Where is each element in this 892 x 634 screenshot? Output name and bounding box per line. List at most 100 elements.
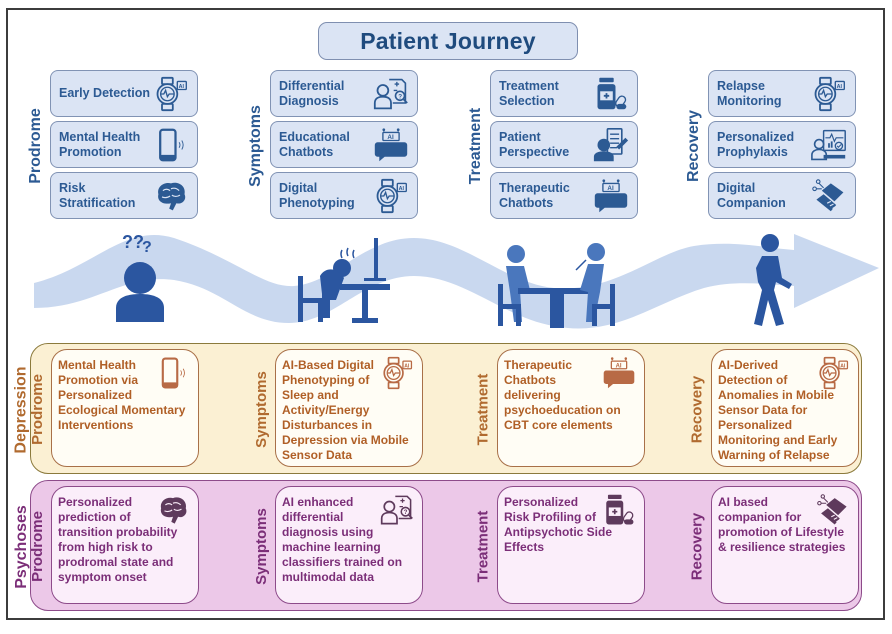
disorder-stage-text: Personalized prediction of transition pr…	[58, 495, 192, 585]
svg-text:?: ?	[398, 93, 402, 100]
stage-card-label: Early Detection	[59, 86, 151, 100]
wave-arrow-shape	[34, 234, 879, 329]
icon-spacer	[814, 358, 852, 388]
svg-text:AI: AI	[840, 363, 846, 369]
stage-card-label: Patient Perspective	[499, 129, 570, 159]
stage-card: Educational Chatbots AI	[270, 121, 418, 168]
stage-label-text: Treatment	[467, 107, 484, 185]
brain-icon	[153, 178, 189, 214]
smartwatch-ai-icon: AI	[380, 356, 414, 390]
ai-chatbot-icon: AI	[593, 178, 629, 214]
title-banner: Patient Journey	[318, 22, 578, 60]
stage-card: Differential Diagnosis?	[270, 70, 418, 117]
walking-person-icon	[754, 234, 792, 326]
smartwatch-ai-icon: AI	[153, 76, 189, 112]
robot-handshake-icon	[816, 493, 850, 527]
svg-text:??: ??	[122, 232, 144, 252]
disorder-stage-text: Personalized Risk Profiling of Antipsych…	[504, 495, 638, 555]
disorder-stage-card: Mental Health Promotion via Personalized…	[51, 349, 199, 467]
stage-card: Risk Stratification	[50, 172, 198, 219]
stage-label: Recovery	[681, 70, 707, 222]
stage-card-label: Relapse Monitoring	[717, 78, 782, 108]
disorder-stage-label-text: Recovery	[688, 375, 706, 443]
disorder-stage-text: AI-Derived Detection of Anomalies in Mob…	[718, 358, 852, 463]
confused-person-icon: ?? ?	[116, 232, 164, 322]
disorder-stage-label: Symptoms	[249, 349, 273, 469]
disorder-stage-label: Treatment	[471, 349, 495, 469]
robot-handshake-icon	[811, 178, 847, 214]
therapy-session-icon	[498, 243, 615, 328]
stage-card: Relapse Monitoring AI	[708, 70, 856, 117]
stage-label: Prodrome	[23, 70, 49, 222]
stage-card-label: Mental Health Promotion	[59, 129, 141, 159]
stage-card-label: Therapeutic Chatbots	[499, 180, 570, 210]
brain-icon	[156, 493, 190, 527]
journey-wave-arrow: ?? ?	[34, 232, 879, 329]
disorder-stage-label: Prodrome	[25, 349, 49, 469]
stage-label-text: Recovery	[685, 109, 703, 183]
stage-card-label: Educational Chatbots	[279, 129, 350, 159]
disorder-stage-card: Personalized prediction of transition pr…	[51, 486, 199, 604]
disorder-stage-text: Therapeutic Chatbots delivering psychoed…	[504, 358, 638, 433]
ai-chatbot-icon: AI	[373, 127, 409, 163]
svg-text:AI: AI	[616, 363, 622, 369]
disorder-stage-text: AI enhanced differential diagnosis using…	[282, 495, 416, 585]
disorder-stage-card: Personalized Risk Profiling of Antipsych…	[497, 486, 645, 604]
stage-card: Personalized Prophylaxis	[708, 121, 856, 168]
disorder-stage-label-text: Treatment	[474, 373, 492, 445]
stage-card: Early Detection AI	[50, 70, 198, 117]
stage-card: Digital Companion	[708, 172, 856, 219]
disorder-stage-text: AI based companion for promotion of Life…	[718, 495, 852, 555]
smartwatch-ai-icon: AI	[816, 356, 850, 390]
svg-text:AI: AI	[399, 186, 405, 192]
smartwatch-ai-icon: AI	[373, 178, 409, 214]
disorder-stage-label: Prodrome	[25, 486, 49, 606]
stage-label-text: Symptoms	[247, 105, 265, 187]
svg-text:AI: AI	[404, 363, 410, 369]
disorder-stage-text: AI-Based Digital Phenotyping of Sleep an…	[282, 358, 416, 463]
svg-text:?: ?	[404, 510, 408, 516]
stage-card-label: Risk Stratification	[59, 180, 136, 210]
stage-card: Patient Perspective	[490, 121, 638, 168]
stage-label: Symptoms	[243, 70, 269, 222]
disorder-stage-card: ?AI enhanced differential diagnosis usin…	[275, 486, 423, 604]
svg-text:AI: AI	[179, 84, 185, 90]
stage-card: Mental Health Promotion	[50, 121, 198, 168]
patient-diagnosis-icon: ?	[380, 493, 414, 527]
smartphone-icon	[153, 127, 189, 163]
stage-card: Treatment Selection	[490, 70, 638, 117]
stage-card-label: Digital Companion	[717, 180, 786, 210]
smartwatch-ai-icon: AI	[811, 76, 847, 112]
distressed-person-at-desk-icon	[298, 238, 390, 323]
medication-icon	[602, 493, 636, 527]
disorder-stage-label-text: Symptoms	[252, 370, 270, 448]
icon-spacer	[378, 495, 416, 525]
stage-label: Treatment	[463, 70, 489, 222]
icon-spacer	[600, 495, 638, 525]
disorder-stage-label: Treatment	[471, 486, 495, 606]
stage-card-label: Digital Phenotyping	[279, 180, 355, 210]
disorder-stage-label-text: Treatment	[474, 510, 492, 582]
stage-card: Therapeutic Chatbots AI	[490, 172, 638, 219]
medication-icon	[593, 76, 629, 112]
page-title: Patient Journey	[360, 27, 536, 54]
disorder-stage-label-text: Prodrome	[28, 373, 46, 445]
stage-card: Digital Phenotyping AI	[270, 172, 418, 219]
disorder-stage-text: Mental Health Promotion via Personalized…	[58, 358, 192, 433]
stage-card-label: Treatment Selection	[499, 78, 559, 108]
disorder-stage-label: Symptoms	[249, 486, 273, 606]
disorder-stage-label: Recovery	[685, 486, 709, 606]
disorder-stage-label: Recovery	[685, 349, 709, 469]
svg-text:?: ?	[142, 239, 152, 256]
person-analytics-icon	[811, 127, 847, 163]
icon-spacer	[154, 495, 192, 525]
disorder-stage-label-text: Prodrome	[28, 510, 46, 582]
patient-clipboard-icon	[593, 127, 629, 163]
icon-spacer	[600, 358, 638, 388]
